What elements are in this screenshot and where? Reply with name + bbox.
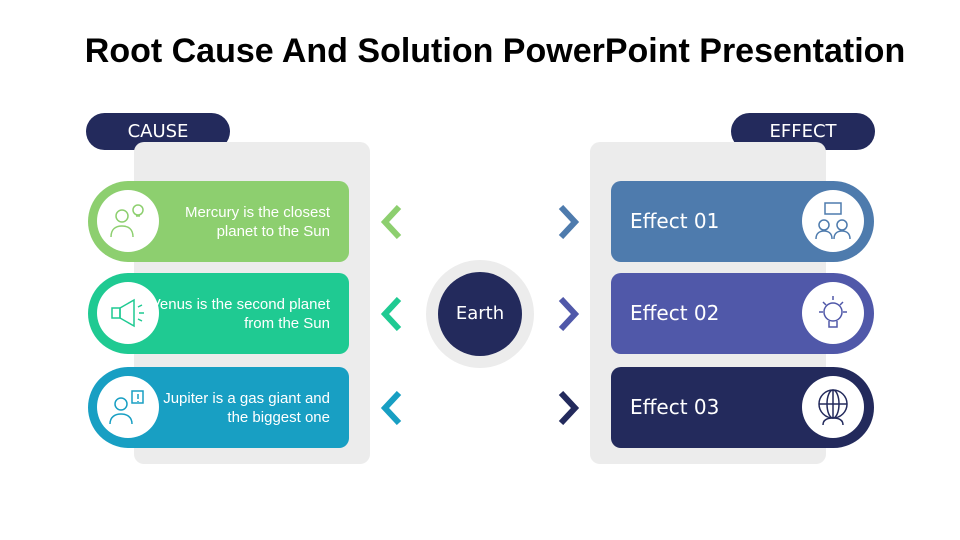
effect-text: Effect 01 (630, 209, 720, 233)
chevron-left-icon (380, 205, 402, 239)
effect-card-1[interactable]: Effect 01 (611, 181, 874, 262)
chevron-right-icon (558, 297, 580, 331)
chevron-right-icon (558, 391, 580, 425)
cause-text: Mercury is the closest planet to the Sun (184, 203, 330, 240)
person-idea-icon (97, 190, 159, 252)
conversation-icon (802, 190, 864, 252)
cause-card-3[interactable]: Jupiter is a gas giant and the biggest o… (88, 367, 349, 448)
cause-text: Jupiter is a gas giant and the biggest o… (163, 389, 330, 426)
lightbulb-person-icon (802, 282, 864, 344)
chevron-left-icon (380, 391, 402, 425)
center-node: Earth (438, 272, 522, 356)
person-alert-icon (97, 376, 159, 438)
cause-card-2[interactable]: Venus is the second planet from the Sun (88, 273, 349, 354)
cause-text: Venus is the second planet from the Sun (150, 295, 330, 332)
globe-person-icon (802, 376, 864, 438)
effect-card-3[interactable]: Effect 03 (611, 367, 874, 448)
megaphone-icon (97, 282, 159, 344)
chevron-left-icon (380, 297, 402, 331)
effect-card-2[interactable]: Effect 02 (611, 273, 874, 354)
cause-card-1[interactable]: Mercury is the closest planet to the Sun (88, 181, 349, 262)
page-title: Root Cause And Solution PowerPoint Prese… (84, 32, 906, 70)
chevron-right-icon (558, 205, 580, 239)
effect-text: Effect 03 (630, 395, 720, 419)
effect-text: Effect 02 (630, 301, 720, 325)
